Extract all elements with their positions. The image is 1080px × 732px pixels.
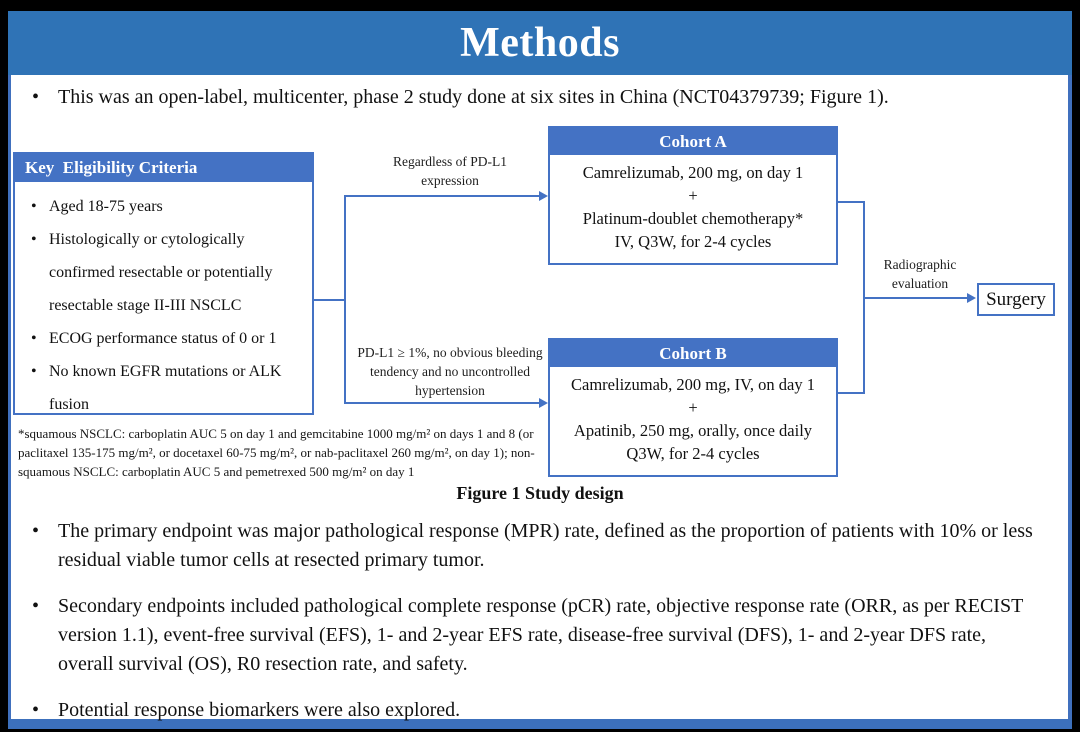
cohort-a-line: Platinum-doublet chemotherapy* bbox=[582, 209, 804, 228]
intro-bullet: This was an open-label, multicenter, pha… bbox=[30, 83, 1072, 112]
page-title: Methods bbox=[460, 20, 620, 66]
arrowhead-right-icon bbox=[967, 293, 976, 303]
endpoint-bullet-list: The primary endpoint was major pathologi… bbox=[30, 517, 1044, 725]
connector-line bbox=[344, 195, 346, 404]
eligibility-list: Aged 18-75 years Histologically or cytol… bbox=[25, 190, 308, 421]
eligibility-item: No known EGFR mutations or ALK fusion bbox=[25, 355, 308, 421]
eligibility-item: Histologically or cytologically confirme… bbox=[25, 223, 308, 322]
cohort-b-body: Camrelizumab, 200 mg, IV, on day 1 + Apa… bbox=[550, 367, 836, 465]
connector-line bbox=[838, 392, 865, 394]
eligibility-item: ECOG performance status of 0 or 1 bbox=[25, 322, 308, 355]
plus-sign: + bbox=[688, 398, 698, 417]
primary-endpoint-bullet: The primary endpoint was major pathologi… bbox=[30, 517, 1044, 575]
cohort-a-box: Cohort A Camrelizumab, 200 mg, on day 1 … bbox=[548, 126, 838, 265]
arrowhead-right-icon bbox=[539, 398, 548, 408]
plus-sign: + bbox=[688, 186, 698, 205]
connector-line bbox=[865, 297, 967, 299]
eligibility-header: Key Eligibility Criteria bbox=[15, 154, 312, 182]
cohort-a-body: Camrelizumab, 200 mg, on day 1 + Platinu… bbox=[550, 155, 836, 253]
branch-label-cohort-b: PD-L1 ≥ 1%, no obvious bleeding tendency… bbox=[357, 345, 543, 398]
cohort-b-line: Camrelizumab, 200 mg, IV, on day 1 bbox=[571, 375, 815, 394]
biomarkers-bullet: Potential response biomarkers were also … bbox=[30, 696, 1044, 725]
arrowhead-right-icon bbox=[539, 191, 548, 201]
cohort-b-box: Cohort B Camrelizumab, 200 mg, IV, on da… bbox=[548, 338, 838, 477]
surgery-label: Surgery bbox=[986, 288, 1046, 310]
cohort-a-header: Cohort A bbox=[550, 128, 836, 155]
figure-caption: Figure 1 Study design bbox=[456, 483, 624, 503]
title-banner: Methods bbox=[8, 11, 1072, 75]
eligibility-box: Key Eligibility Criteria Aged 18-75 year… bbox=[13, 152, 314, 415]
surgery-box: Surgery bbox=[977, 283, 1055, 316]
evaluation-label: Radiographic evaluation bbox=[883, 257, 957, 291]
cohort-a-line: IV, Q3W, for 2-4 cycles bbox=[614, 232, 772, 251]
connector-line bbox=[838, 201, 865, 203]
secondary-endpoints-bullet: Secondary endpoints included pathologica… bbox=[30, 592, 1044, 679]
eligibility-item: Aged 18-75 years bbox=[25, 190, 308, 223]
connector-line bbox=[346, 195, 539, 197]
figure-footnote: *squamous NSCLC: carboplatin AUC 5 on da… bbox=[18, 426, 535, 479]
cohort-a-line: Camrelizumab, 200 mg, on day 1 bbox=[582, 163, 804, 182]
connector-line bbox=[346, 402, 539, 404]
connector-line bbox=[313, 299, 346, 301]
cohort-b-line: Q3W, for 2-4 cycles bbox=[626, 444, 760, 463]
connector-line bbox=[863, 201, 865, 394]
cohort-b-line: Apatinib, 250 mg, orally, once daily bbox=[573, 421, 813, 440]
cohort-b-header: Cohort B bbox=[550, 340, 836, 367]
branch-label-cohort-a: Regardless of PD-L1 expression bbox=[393, 154, 507, 188]
